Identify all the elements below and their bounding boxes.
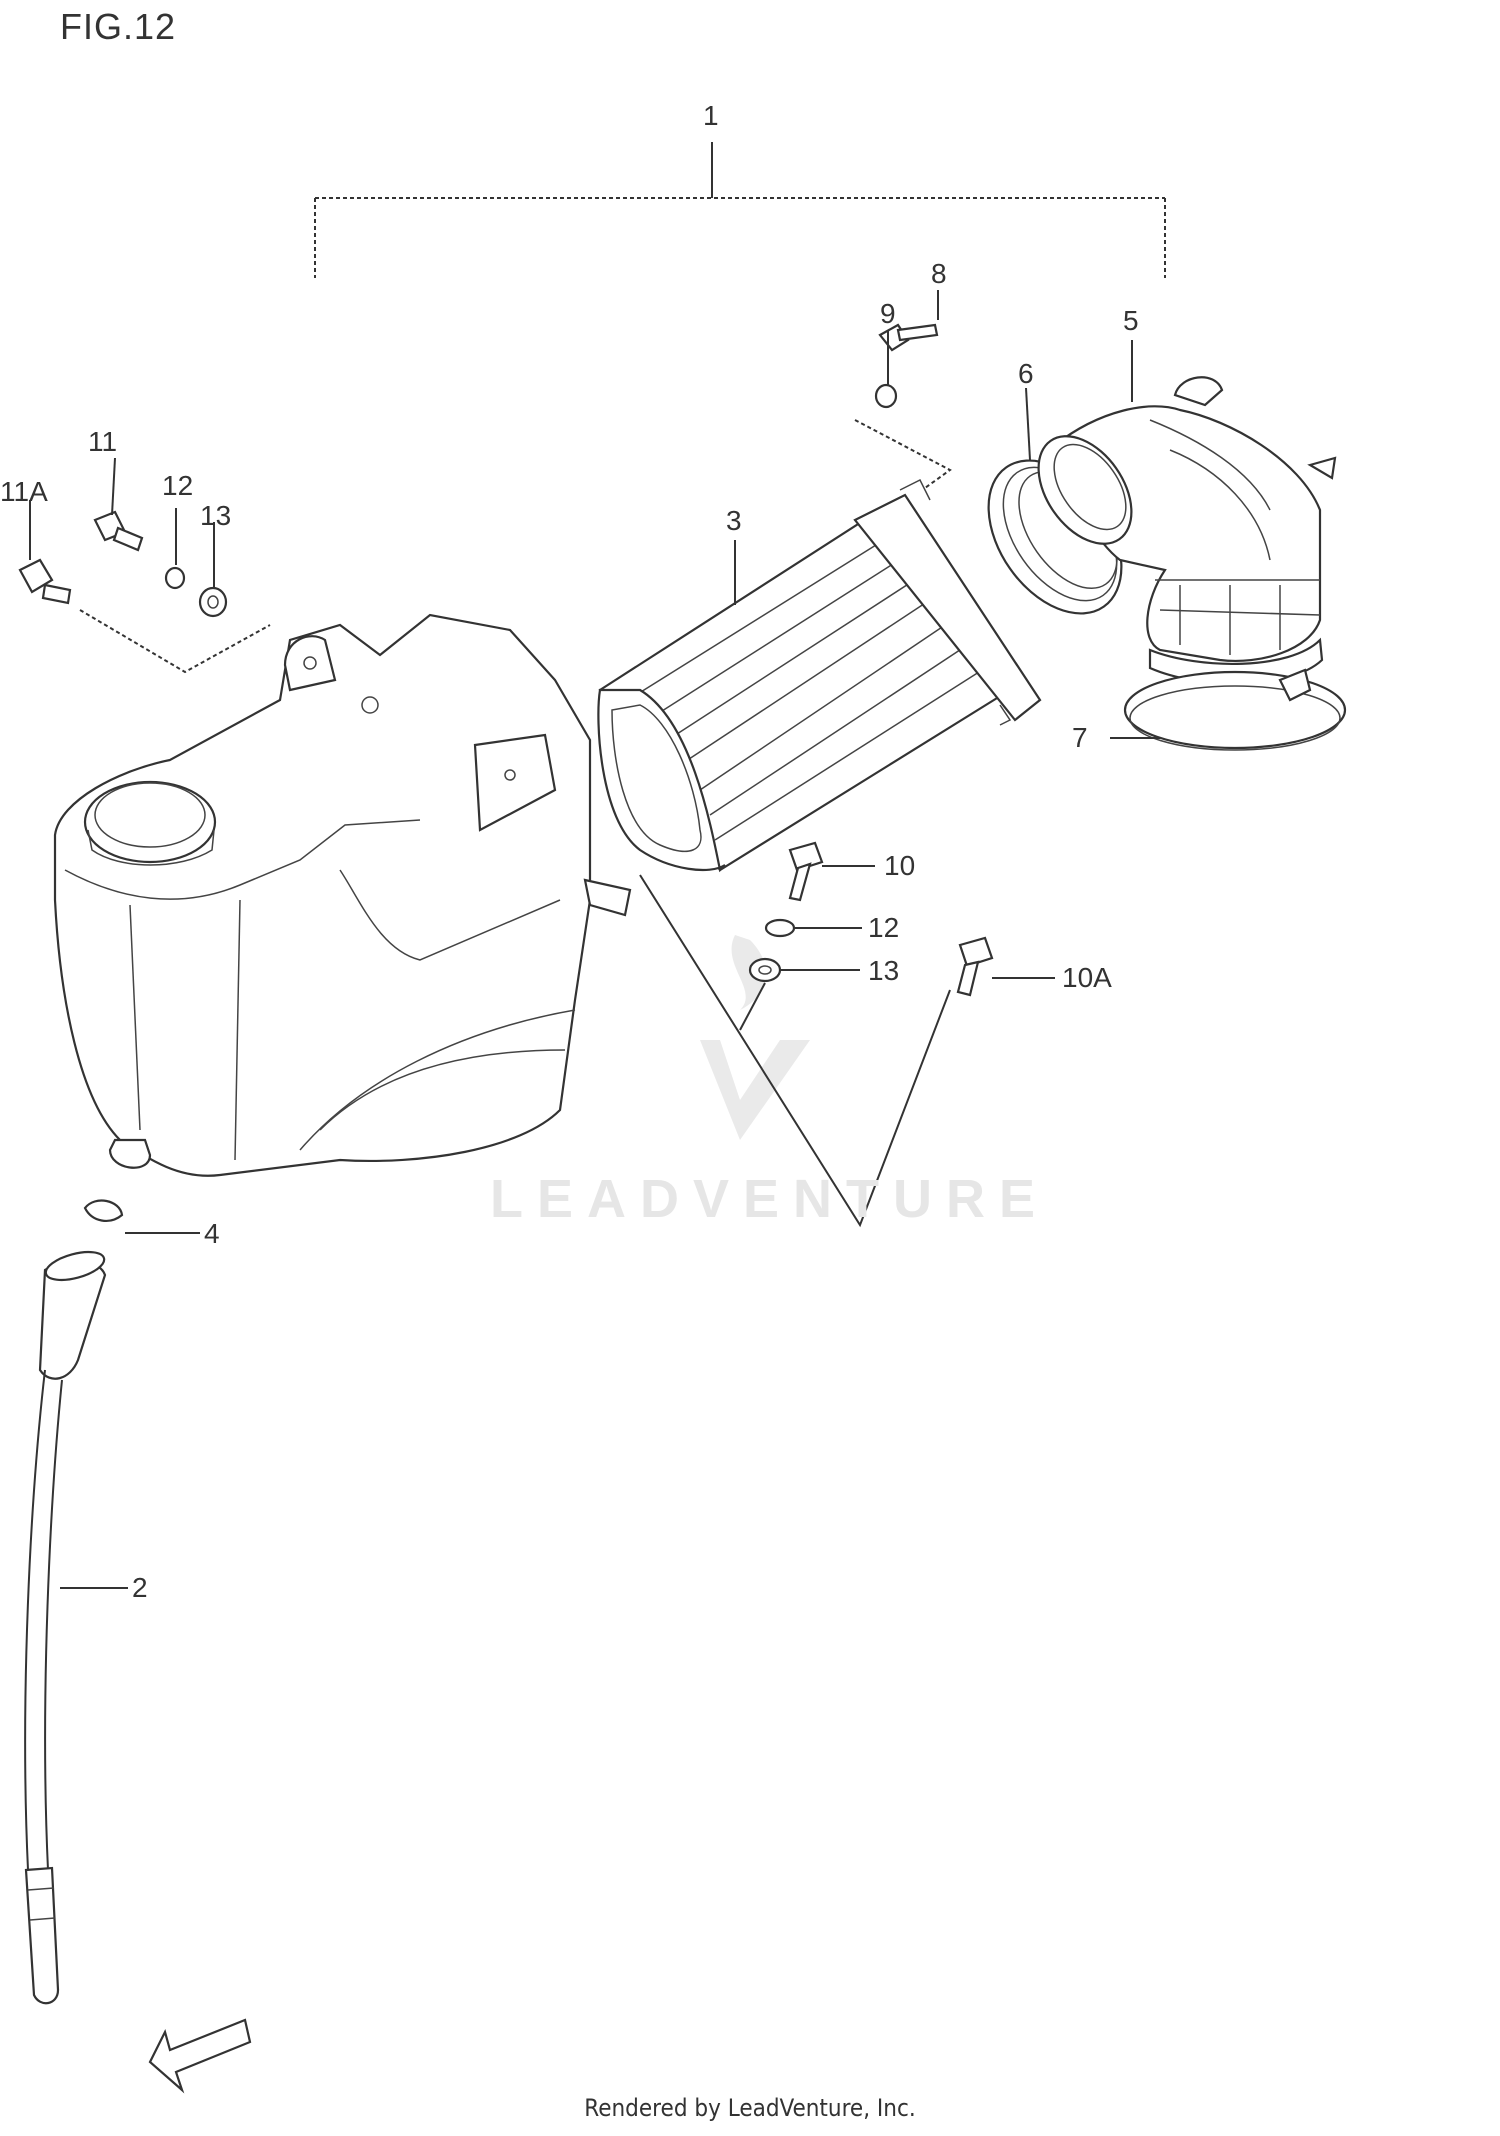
washer-13-top <box>198 586 228 618</box>
callout-1: 1 <box>703 100 719 131</box>
callout-12-bottom: 12 <box>868 912 900 943</box>
callout-10: 10 <box>884 850 916 881</box>
drain-hose <box>24 1250 107 2005</box>
footer-credit: Rendered by LeadVenture, Inc. <box>584 2094 916 2122</box>
bolt-10 <box>788 841 824 902</box>
callout-11a: 11A <box>0 476 48 507</box>
bolt-11 <box>93 510 144 552</box>
clamp-4 <box>83 1199 124 1222</box>
nut-9 <box>874 383 898 409</box>
callout-2: 2 <box>132 1572 148 1603</box>
callout-7: 7 <box>1072 722 1088 753</box>
washer-12-top <box>164 566 186 590</box>
callout-6: 6 <box>1018 358 1034 389</box>
bolt-11a <box>18 558 72 605</box>
bolt-10a <box>956 936 994 997</box>
watermark-logo <box>700 935 810 1140</box>
callout-13-top: 13 <box>200 500 232 531</box>
callout-5: 5 <box>1123 305 1139 336</box>
band-clamp <box>1123 668 1347 751</box>
callout-12-top: 12 <box>162 470 194 501</box>
washer-12-bottom <box>764 918 796 938</box>
callout-3: 3 <box>726 505 742 536</box>
figure-title: FIG.12 <box>60 6 177 47</box>
callout-9: 9 <box>880 298 896 329</box>
washer-13-bottom <box>748 957 782 983</box>
fwd-arrow: FWD <box>148 2018 252 2094</box>
air-box <box>53 613 632 1177</box>
filter-element <box>597 478 1042 873</box>
leader-lines <box>29 290 1160 1589</box>
assembly-bracket <box>314 142 1166 278</box>
callout-11: 11 <box>88 426 118 457</box>
callout-4: 4 <box>204 1218 220 1249</box>
watermark-text: LEADVENTURE <box>490 1169 1050 1229</box>
callout-8: 8 <box>931 258 947 289</box>
callout-10a: 10A <box>1062 962 1112 993</box>
callout-13-bottom: 13 <box>868 955 900 986</box>
